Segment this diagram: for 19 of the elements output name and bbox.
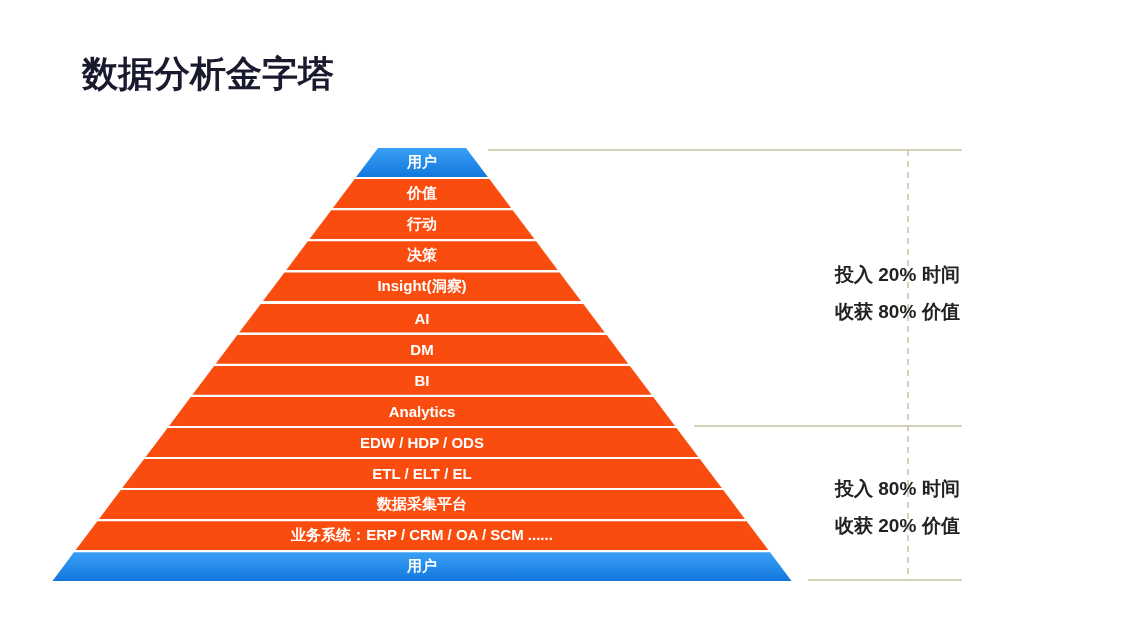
layer-label: 决策	[407, 246, 437, 266]
layer-label: 业务系统：ERP / CRM / OA / SCM ......	[291, 526, 553, 546]
layer-label: 用户	[407, 153, 437, 173]
layer-label: AI	[414, 309, 430, 327]
layer-label: 数据采集平台	[377, 495, 467, 515]
layer-label: 用户	[407, 557, 437, 577]
layer-label: ETL / ELT / EL	[372, 465, 472, 483]
note-text: 收获 80% 价值	[835, 300, 960, 324]
layer-label: DM	[410, 340, 434, 358]
layer-label: 价值	[407, 184, 437, 204]
layer-label: BI	[414, 371, 430, 389]
note-text: 收获 20% 价值	[835, 514, 960, 538]
title: 数据分析金字塔	[82, 52, 334, 96]
note-text: 投入 20% 时间	[835, 263, 960, 287]
layer-label: Analytics	[388, 402, 456, 420]
layer-label: 行动	[407, 215, 437, 235]
note-text: 投入 80% 时间	[835, 477, 960, 501]
layer-label: Insight(洞察)	[377, 277, 467, 297]
layer-label: EDW / HDP / ODS	[360, 433, 484, 451]
